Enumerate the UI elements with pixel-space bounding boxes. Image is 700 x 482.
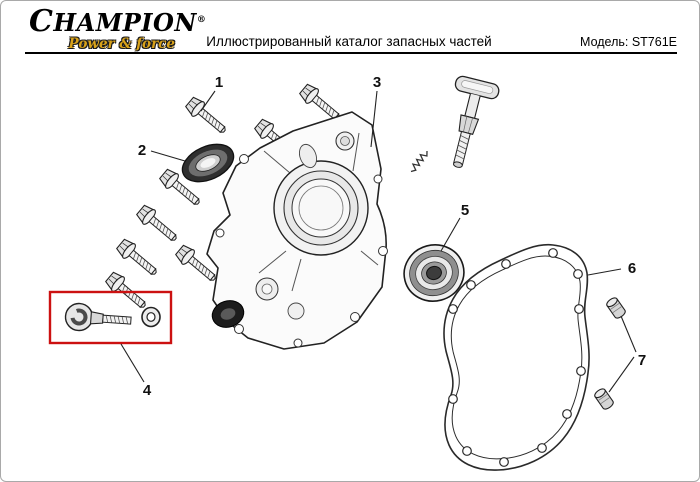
part-bolt <box>134 202 182 247</box>
part-bearing <box>403 244 465 302</box>
logo-tagline: Power & force <box>68 35 175 52</box>
part-oil-seal <box>181 143 235 183</box>
part-crankcase-cover <box>206 111 388 350</box>
header: CHAMPION® Power & force Иллюстрированный… <box>1 1 699 55</box>
leader-lines <box>120 90 637 393</box>
logo-text: CHAMPION <box>29 4 197 39</box>
part-gasket <box>443 243 590 471</box>
callout-1: 1 <box>215 74 223 91</box>
part-plug <box>604 295 628 321</box>
callout-2: 2 <box>138 142 146 159</box>
callout-4: 4 <box>143 382 152 399</box>
highlight-box <box>48 290 173 345</box>
registered-mark: ® <box>196 15 207 25</box>
part-drain-plug-assembly <box>48 290 173 345</box>
callout-3: 3 <box>373 74 381 91</box>
champion-logo: CHAMPION® Power & force <box>29 6 206 52</box>
callout-5: 5 <box>461 202 469 219</box>
part-spring <box>410 150 428 173</box>
model-label: Модель: ST761E <box>580 35 677 49</box>
callout-6: 6 <box>628 260 636 277</box>
page-title: Иллюстрированный каталог запасных частей <box>206 34 492 49</box>
part-washer <box>141 306 161 328</box>
part-plug <box>592 386 616 412</box>
header-divider <box>25 52 677 54</box>
part-bolt <box>114 236 162 281</box>
part-dipstick <box>452 75 500 168</box>
logo-wordmark: CHAMPION® <box>29 6 206 38</box>
callout-7: 7 <box>638 352 646 369</box>
